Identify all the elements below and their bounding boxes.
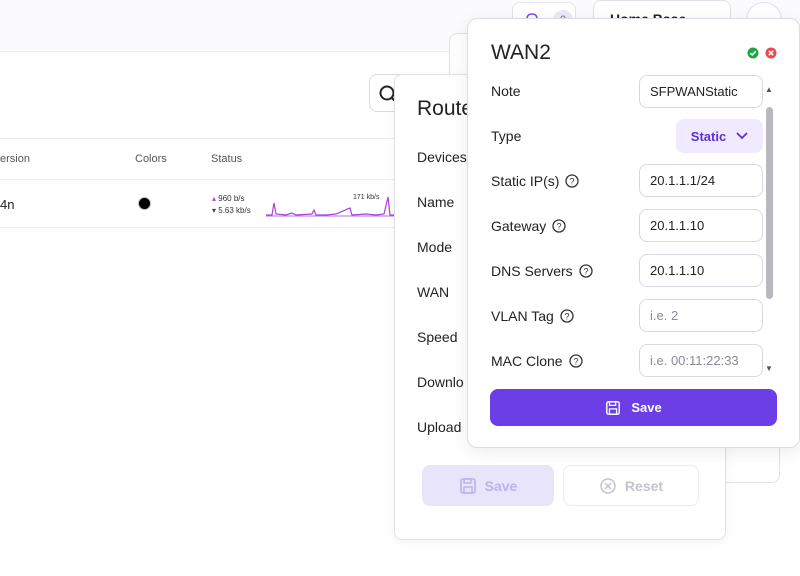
type-label: Type (491, 128, 522, 144)
static-ip-label: Static IP(s) ? (491, 173, 580, 189)
help-icon: ? (565, 174, 580, 188)
svg-text:?: ? (564, 312, 569, 322)
router-save-button[interactable]: Save (422, 465, 554, 506)
traffic-sparkline (266, 196, 396, 217)
modal-title: WAN2 (491, 41, 551, 64)
mac-clone-input[interactable] (639, 344, 763, 377)
router-label-name: Name (417, 194, 455, 210)
router-label-wan: WAN (417, 284, 450, 300)
router-label-speed: Speed (417, 329, 458, 345)
column-colors: Colors (135, 153, 167, 165)
version-cell: 4n (0, 197, 15, 212)
column-version: ersion (0, 153, 30, 165)
type-select-value: Static (690, 128, 727, 144)
color-dot (138, 197, 151, 210)
scroll-down-arrow[interactable]: ▼ (765, 364, 773, 373)
router-label-mode: Mode (417, 239, 453, 255)
help-icon: ? (552, 219, 566, 233)
floppy-disk-icon (606, 400, 621, 415)
note-label: Note (491, 83, 521, 99)
mac-clone-label: MAC Clone ? (491, 353, 583, 369)
wan2-modal: WAN2 Note Type Static Static IP(s) (467, 18, 800, 448)
static-ip-input[interactable] (639, 164, 763, 197)
svg-text:?: ? (573, 357, 578, 367)
type-select[interactable]: Static (676, 119, 763, 153)
chevron-down-icon (736, 132, 748, 140)
router-label-upload: Upload (417, 419, 462, 435)
svg-text:?: ? (570, 177, 575, 187)
upload-rate: 960 b/s (212, 194, 244, 203)
router-title: Route (417, 97, 474, 120)
svg-text:?: ? (583, 267, 588, 277)
scroll-up-arrow[interactable]: ▲ (765, 85, 773, 94)
vlan-label: VLAN Tag ? (491, 308, 574, 324)
router-reset-button[interactable]: Reset (563, 465, 699, 506)
gateway-input[interactable] (639, 209, 763, 242)
wan-save-button[interactable]: Save (490, 389, 777, 426)
svg-text:?: ? (557, 222, 562, 232)
wan-save-label: Save (631, 400, 662, 415)
vlan-input[interactable] (639, 299, 763, 332)
floppy-disk-icon (459, 477, 476, 494)
router-reset-label: Reset (624, 477, 664, 494)
dns-label: DNS Servers ? (491, 263, 593, 279)
close-circle-icon (600, 477, 616, 494)
help-icon: ? (560, 309, 574, 323)
router-label-devices: Devices (417, 149, 467, 165)
router-save-label: Save (484, 477, 518, 494)
scrollbar-thumb[interactable] (766, 107, 773, 299)
column-status: Status (211, 153, 243, 165)
gateway-label: Gateway ? (491, 218, 566, 234)
close-circle-icon[interactable] (765, 46, 777, 64)
wan-form: Note Type Static Static IP(s) ? Gateway … (468, 75, 800, 377)
dns-input[interactable] (639, 254, 763, 287)
spark-peak-label: 171 kb/s (353, 194, 380, 201)
router-label-download: Downlo (417, 374, 464, 390)
check-circle-icon (747, 46, 759, 64)
help-icon: ? (579, 264, 593, 278)
help-icon: ? (568, 354, 583, 368)
note-input[interactable] (639, 75, 763, 108)
download-rate: 5.63 kb/s (212, 206, 250, 215)
